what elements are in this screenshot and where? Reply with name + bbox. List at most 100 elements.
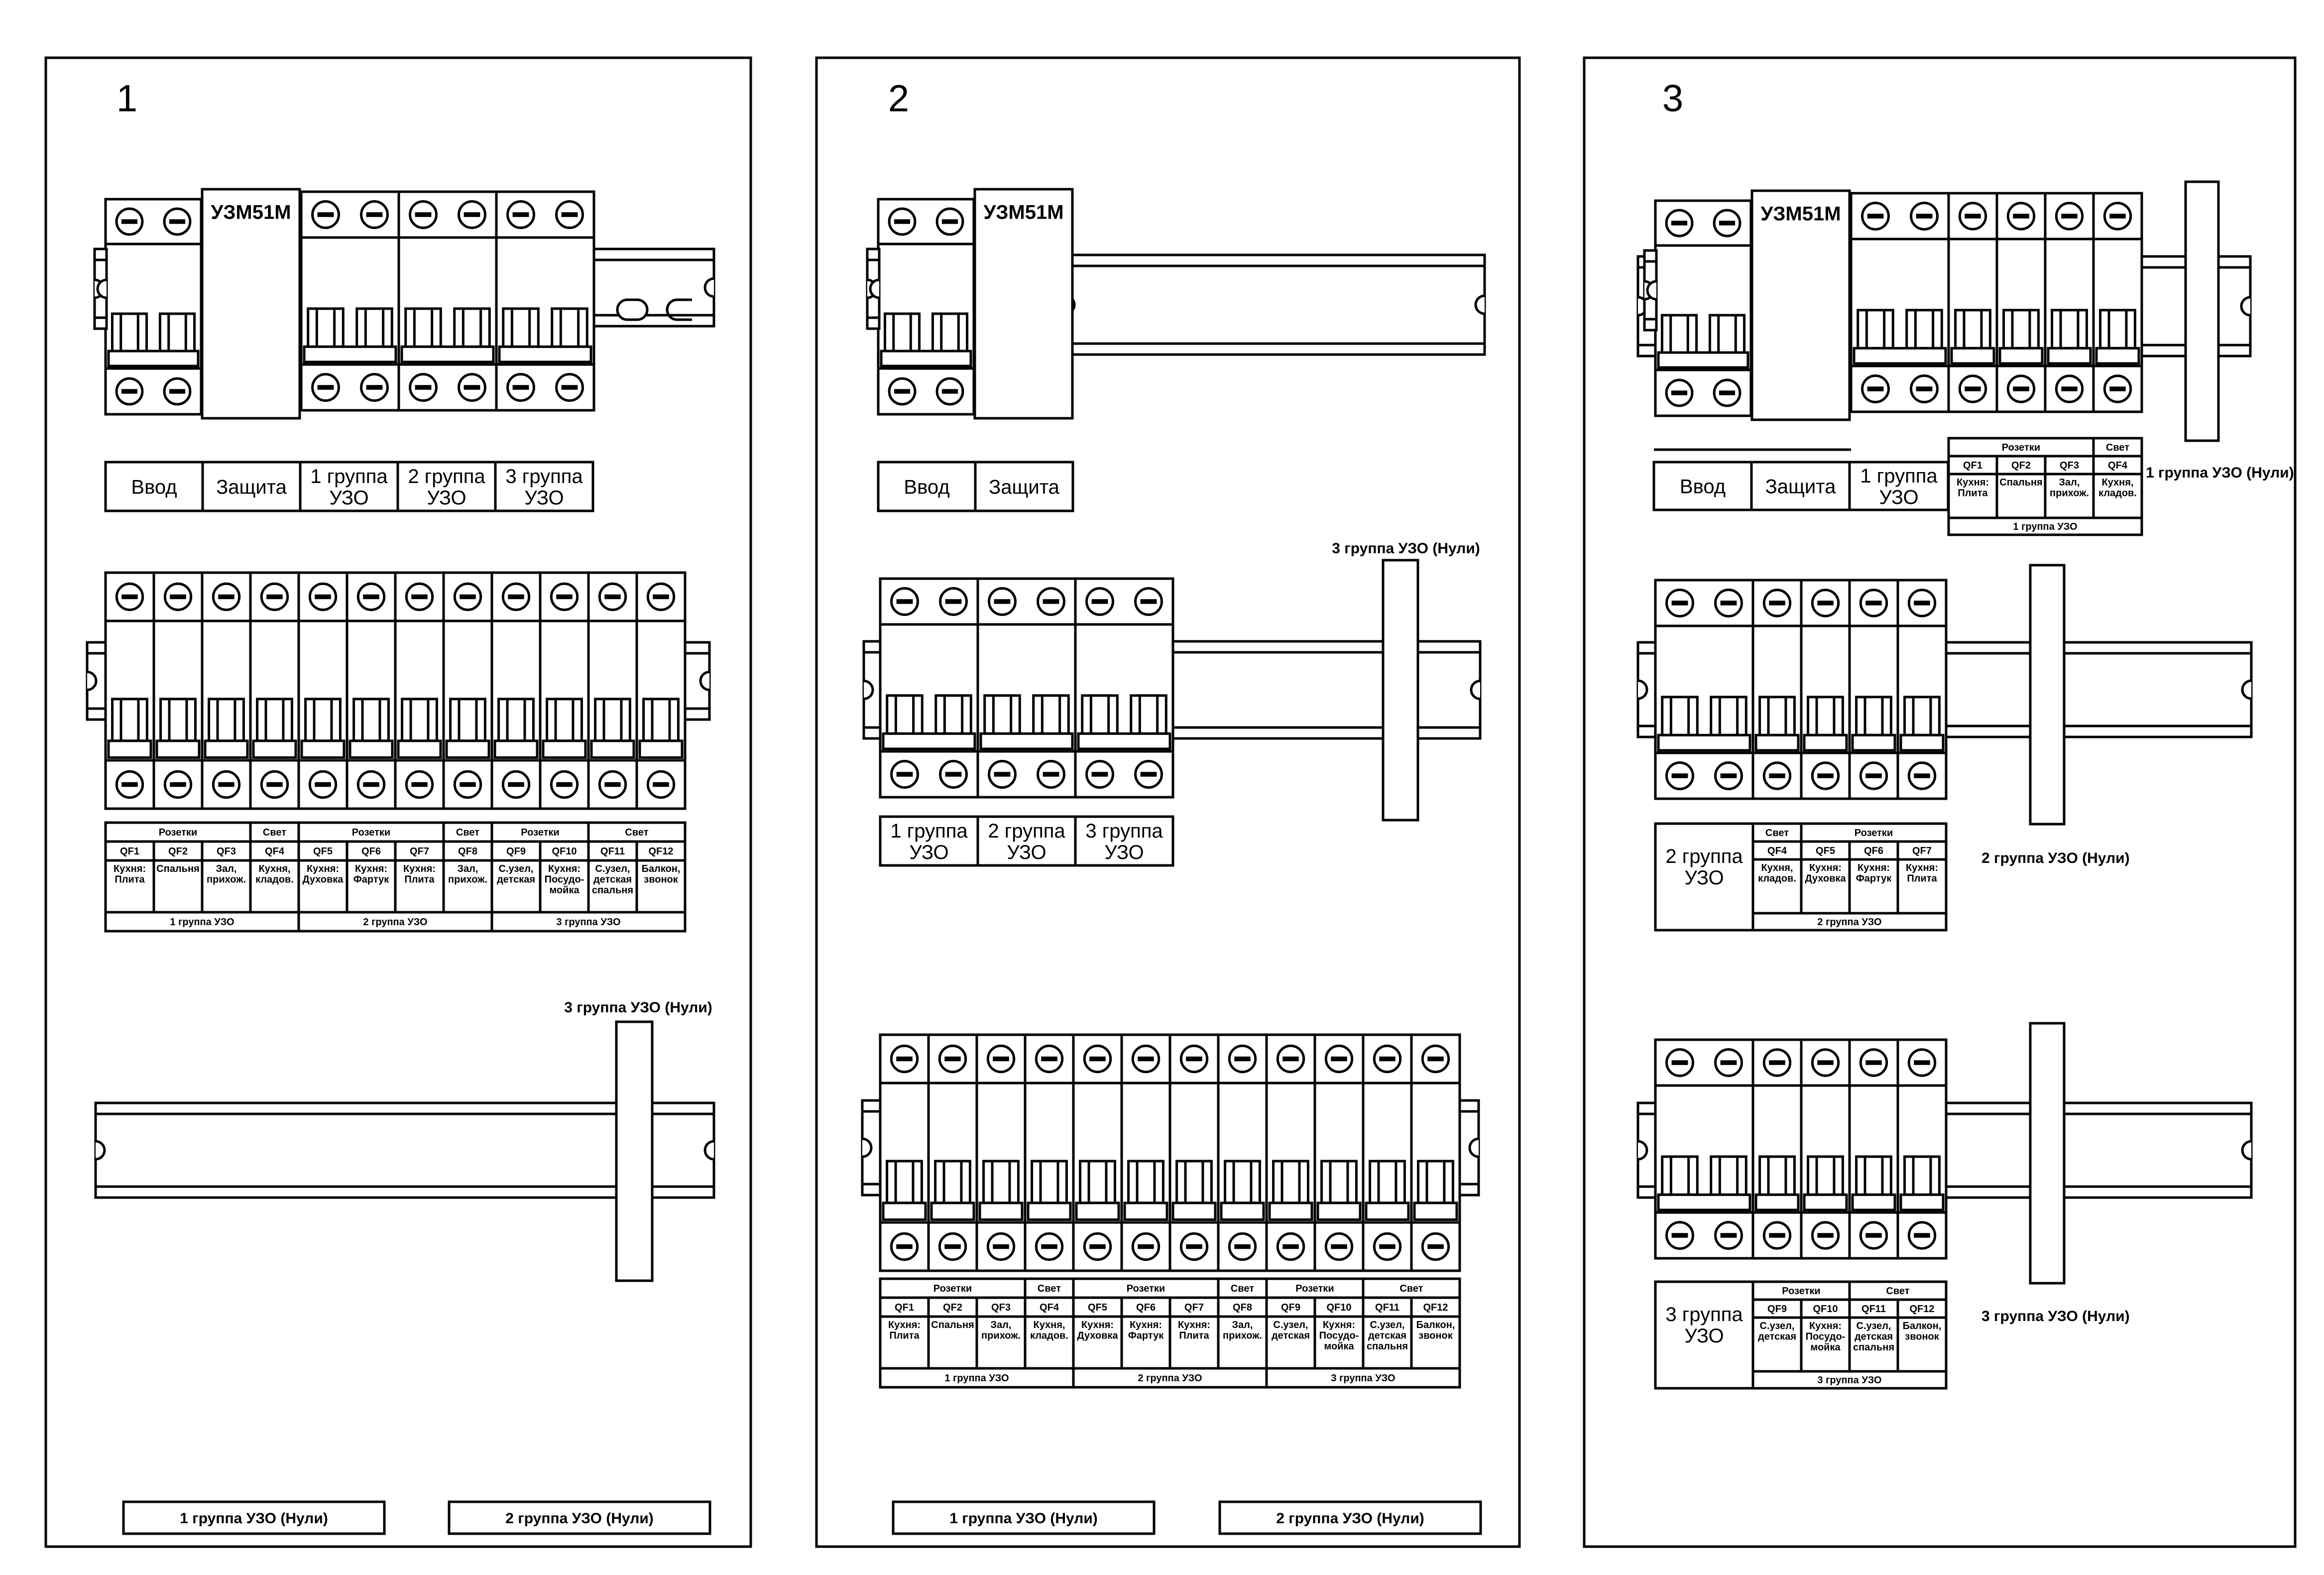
breaker-base — [1803, 733, 1848, 752]
terminal-screw-icon — [1085, 760, 1114, 789]
legend-breaker-desc: Балкон,звонок — [1903, 1321, 1942, 1342]
terminal-screw-icon — [1811, 589, 1840, 617]
terminal-screw-icon — [453, 582, 482, 611]
legend-group-header: Розетки — [933, 1283, 972, 1294]
legend-group-header: Свет — [1399, 1283, 1423, 1294]
label-cell — [1652, 461, 1753, 511]
legend-group-header: Розетки — [1127, 1283, 1165, 1294]
terminal-screw-icon — [1035, 1232, 1064, 1261]
breaker-toggle — [1710, 696, 1747, 736]
breaker-base — [880, 350, 972, 367]
terminal-screw-icon — [1373, 1044, 1402, 1074]
terminal-screw-icon — [1907, 1048, 1937, 1077]
terminal-screw-icon — [1811, 761, 1840, 790]
breaker-toggle — [1032, 694, 1070, 735]
terminal-screw-icon — [890, 587, 919, 616]
breaker-toggle — [453, 307, 491, 348]
neutral-bar-1 — [892, 1500, 1156, 1535]
breaker-top-terminal — [1896, 1038, 1948, 1087]
legend-breaker-id: QF4 — [1767, 846, 1787, 856]
terminal-screw-icon — [2006, 374, 2036, 403]
legend-breaker-id: QF1 — [120, 846, 139, 857]
legend-breaker-id: QF5 — [1816, 846, 1835, 856]
din-rail — [1064, 253, 1486, 356]
breaker-base — [1853, 347, 1947, 365]
breaker-base — [1754, 733, 1800, 752]
terminal-screw-icon — [501, 770, 531, 799]
breaker-toggle — [1224, 1160, 1261, 1205]
circuit-breaker — [1217, 1033, 1268, 1272]
terminal-screw-icon — [1131, 1232, 1161, 1261]
terminal-screw-icon — [1907, 589, 1937, 617]
circuit-breaker — [297, 571, 349, 810]
terminal-screw-icon — [1665, 589, 1694, 617]
terminal-screw-icon — [1035, 1044, 1064, 1074]
breaker-toggle — [1130, 694, 1167, 735]
legend-breaker-desc: С.узел,детская — [1272, 1320, 1310, 1341]
legend-footer-label: 3 группа УЗО — [556, 917, 620, 928]
neutral-bar-label: 1 группа УЗО (Нули) — [949, 1510, 1098, 1527]
breaker-base — [300, 739, 346, 759]
terminal-screw-icon — [1859, 1048, 1888, 1077]
legend-breaker-desc: Кухня:Плита — [888, 1320, 921, 1341]
terminal-screw-icon — [888, 377, 917, 406]
legend-breaker-desc: Кухня:Плита — [1906, 862, 1938, 884]
terminal-screw-icon — [1859, 589, 1888, 617]
terminal-screw-icon — [1714, 1048, 1743, 1077]
breaker-base — [1316, 1202, 1362, 1221]
terminal-screw-icon — [986, 1232, 1016, 1261]
legend-breaker-id: QF7 — [410, 846, 429, 857]
legend-breaker-id: QF6 — [361, 846, 381, 857]
terminal-screw-icon — [1134, 587, 1163, 616]
breaker-base — [1998, 347, 2044, 365]
neutral-bar-label: 2 группа УЗО (Нули) — [1981, 850, 2130, 866]
breaker-base — [400, 345, 495, 363]
terminal-screw-icon — [212, 582, 241, 611]
breaker-toggle — [355, 307, 393, 348]
circuit-breaker — [1072, 1033, 1123, 1272]
legend-breaker-id: QF11 — [1375, 1302, 1399, 1313]
din-rail — [582, 247, 715, 328]
terminal-screw-icon — [501, 582, 531, 611]
legend-group-header: Розетки — [1295, 1283, 1334, 1294]
rail-stub — [93, 247, 108, 330]
terminal-screw-icon — [986, 1044, 1016, 1074]
label-cell — [104, 461, 204, 512]
terminal-screw-icon — [1811, 1048, 1840, 1077]
legend-breaker-id: QF4 — [2108, 460, 2128, 471]
legend-breaker-desc: Кухня:Фартук — [1128, 1320, 1164, 1341]
terminal-screw-icon — [260, 770, 289, 799]
legend-group-header: Розетки — [1855, 828, 1893, 839]
breaker-toggle — [934, 1160, 971, 1205]
breaker-base — [1851, 1193, 1896, 1212]
legend-breaker-id: QF10 — [552, 846, 577, 857]
terminal-screw-icon — [1421, 1232, 1450, 1261]
terminal-screw-icon — [1085, 587, 1114, 616]
breaker-base — [303, 345, 397, 363]
circuit-breaker — [879, 577, 979, 799]
terminal-screw-icon — [356, 582, 386, 611]
terminal-screw-icon — [1324, 1232, 1354, 1261]
legend-breaker-desc: Кухня:Плита — [1957, 477, 1989, 499]
uzm51m-label: УЗМ51М — [983, 201, 1063, 223]
terminal-screw-icon — [163, 582, 193, 611]
legend-breaker-desc: Кухня:Плита — [114, 863, 146, 885]
legend-breaker-desc: С.узел,детская — [1758, 1321, 1796, 1342]
circuit-breaker — [1265, 1033, 1316, 1272]
breaker-toggle — [2051, 309, 2088, 350]
label-cell-text: Защита — [1765, 476, 1837, 497]
breaker-base — [1171, 1202, 1217, 1221]
circuit-breaker — [1850, 192, 1950, 413]
terminal-screw-icon — [1276, 1044, 1305, 1074]
legend-breaker-id: QF6 — [1864, 846, 1883, 856]
breaker-toggle — [1369, 1160, 1406, 1205]
neutral-bar-label: 3 группа УЗО (Нули) — [1332, 540, 1480, 557]
label-cell — [879, 815, 979, 867]
terminal-screw-icon — [555, 373, 584, 402]
